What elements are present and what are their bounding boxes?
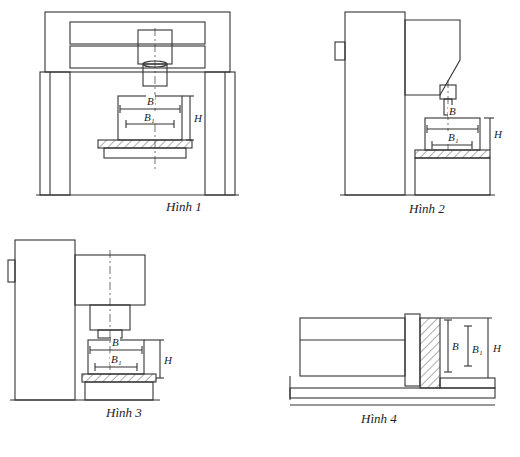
dimension-label: B₁ (471, 343, 484, 355)
dimension-label: B₁ (447, 131, 460, 143)
figure-caption: Hình 3 (105, 406, 143, 420)
dimension-label: H (163, 354, 173, 366)
dimension-label: B (448, 105, 457, 117)
dimension-label: B (146, 95, 155, 107)
dimension-label: H (493, 128, 503, 140)
dimension-label: B₁ (110, 353, 123, 365)
dimension-label: B₁ (143, 111, 156, 123)
dimension-label: H (193, 112, 203, 124)
column-machine (335, 12, 495, 195)
figure-caption: Hình 1 (165, 200, 203, 214)
dimension-label: H (492, 342, 502, 354)
gantry-machine (36, 12, 239, 195)
horizontal-machine (290, 314, 495, 405)
figure-caption: Hình 2 (408, 202, 446, 216)
dimension-label: B (111, 336, 120, 348)
dimension-label: B (451, 340, 460, 352)
knee-machine (8, 240, 164, 400)
figure-caption: Hình 4 (360, 412, 398, 426)
